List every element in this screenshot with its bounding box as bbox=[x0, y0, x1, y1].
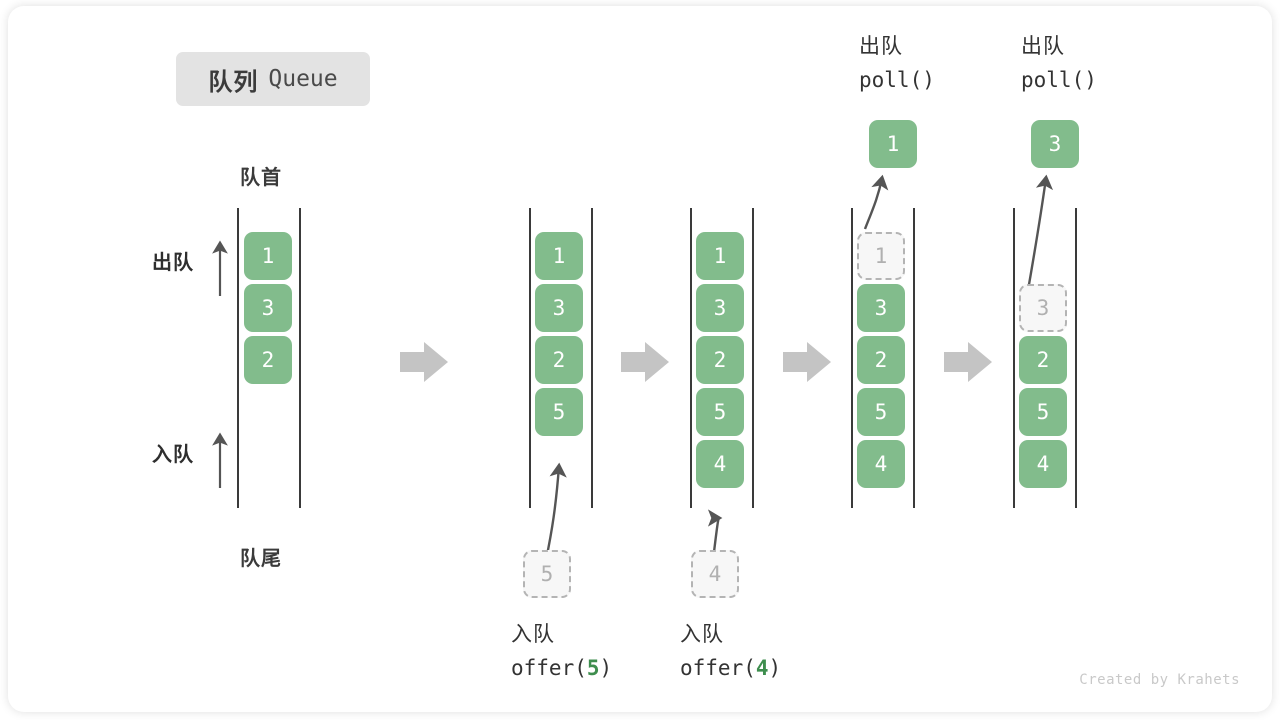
poll-3-header-cn: 出队 bbox=[1021, 35, 1065, 58]
diagram-overlay bbox=[212, 174, 1077, 561]
poll-1-arrow bbox=[863, 174, 889, 230]
poll-3-header: 出队 poll() bbox=[1021, 31, 1097, 96]
queue-cell: 2 bbox=[1019, 336, 1067, 384]
offer-4-fn: offer( bbox=[680, 655, 756, 680]
extracted-cell: 1 bbox=[869, 120, 917, 168]
dequeue-side-label: 出队 bbox=[152, 252, 194, 274]
title-en: Queue bbox=[268, 66, 338, 92]
step-arrow-2 bbox=[621, 342, 669, 382]
poll-1-header-code: poll() bbox=[859, 67, 935, 92]
outgoing-ghost-cell: 1 bbox=[857, 232, 905, 280]
poll-1-header-cn: 出队 bbox=[859, 35, 903, 58]
credit-text: Created by Krahets bbox=[1079, 672, 1240, 688]
offer-5-caption-code: offer(5) bbox=[511, 652, 612, 685]
incoming-ghost-cell: 4 bbox=[691, 550, 739, 598]
offer-5-arrow bbox=[544, 462, 567, 561]
queue-cell: 4 bbox=[696, 440, 744, 488]
step-arrow-4 bbox=[944, 342, 992, 382]
outgoing-ghost-cell: 3 bbox=[1019, 284, 1067, 332]
queue-cell: 2 bbox=[857, 336, 905, 384]
queue-cell: 1 bbox=[535, 232, 583, 280]
offer-4-fn-end: ) bbox=[768, 655, 782, 680]
queue-cell: 4 bbox=[1019, 440, 1067, 488]
offer-5-fn-end: ) bbox=[599, 655, 613, 680]
offer-5-caption-cn: 入队 bbox=[511, 623, 555, 646]
queue-cell: 5 bbox=[1019, 388, 1067, 436]
queue-cell: 4 bbox=[857, 440, 905, 488]
queue-tail-label: 队尾 bbox=[240, 548, 282, 570]
offer-4-caption: 入队 offer(4) bbox=[680, 619, 781, 684]
title-badge: 队列 Queue bbox=[176, 52, 370, 106]
poll-1-header: 出队 poll() bbox=[859, 31, 935, 96]
queue-cell: 1 bbox=[696, 232, 744, 280]
queue-cell: 3 bbox=[696, 284, 744, 332]
title-cn: 队列 bbox=[208, 68, 259, 96]
poll-3-header-code: poll() bbox=[1021, 67, 1097, 92]
queue-cell: 3 bbox=[244, 284, 292, 332]
incoming-ghost-cell: 5 bbox=[523, 550, 571, 598]
queue-cell: 2 bbox=[244, 336, 292, 384]
queue-cell: 5 bbox=[535, 388, 583, 436]
offer-4-caption-cn: 入队 bbox=[680, 623, 724, 646]
offer-5-arg: 5 bbox=[586, 655, 600, 680]
queue-cell: 5 bbox=[857, 388, 905, 436]
offer-5-caption: 入队 offer(5) bbox=[511, 619, 612, 684]
offer-5-fn: offer( bbox=[511, 655, 587, 680]
queue-cell: 1 bbox=[244, 232, 292, 280]
step-arrow-3 bbox=[783, 342, 831, 382]
queue-cell: 2 bbox=[535, 336, 583, 384]
enqueue-side-label: 入队 bbox=[152, 444, 194, 466]
queue-cell: 2 bbox=[696, 336, 744, 384]
extracted-cell: 3 bbox=[1031, 120, 1079, 168]
queue-cell: 3 bbox=[535, 284, 583, 332]
queue-head-label: 队首 bbox=[240, 167, 282, 189]
offer-4-caption-code: offer(4) bbox=[680, 652, 781, 685]
step-arrow-1 bbox=[400, 342, 448, 382]
queue-cell: 5 bbox=[696, 388, 744, 436]
diagram-card: 队列 Queue bbox=[8, 6, 1272, 712]
poll-3-arrow bbox=[1025, 174, 1054, 297]
queue-cell: 3 bbox=[857, 284, 905, 332]
offer-4-arg: 4 bbox=[755, 655, 769, 680]
